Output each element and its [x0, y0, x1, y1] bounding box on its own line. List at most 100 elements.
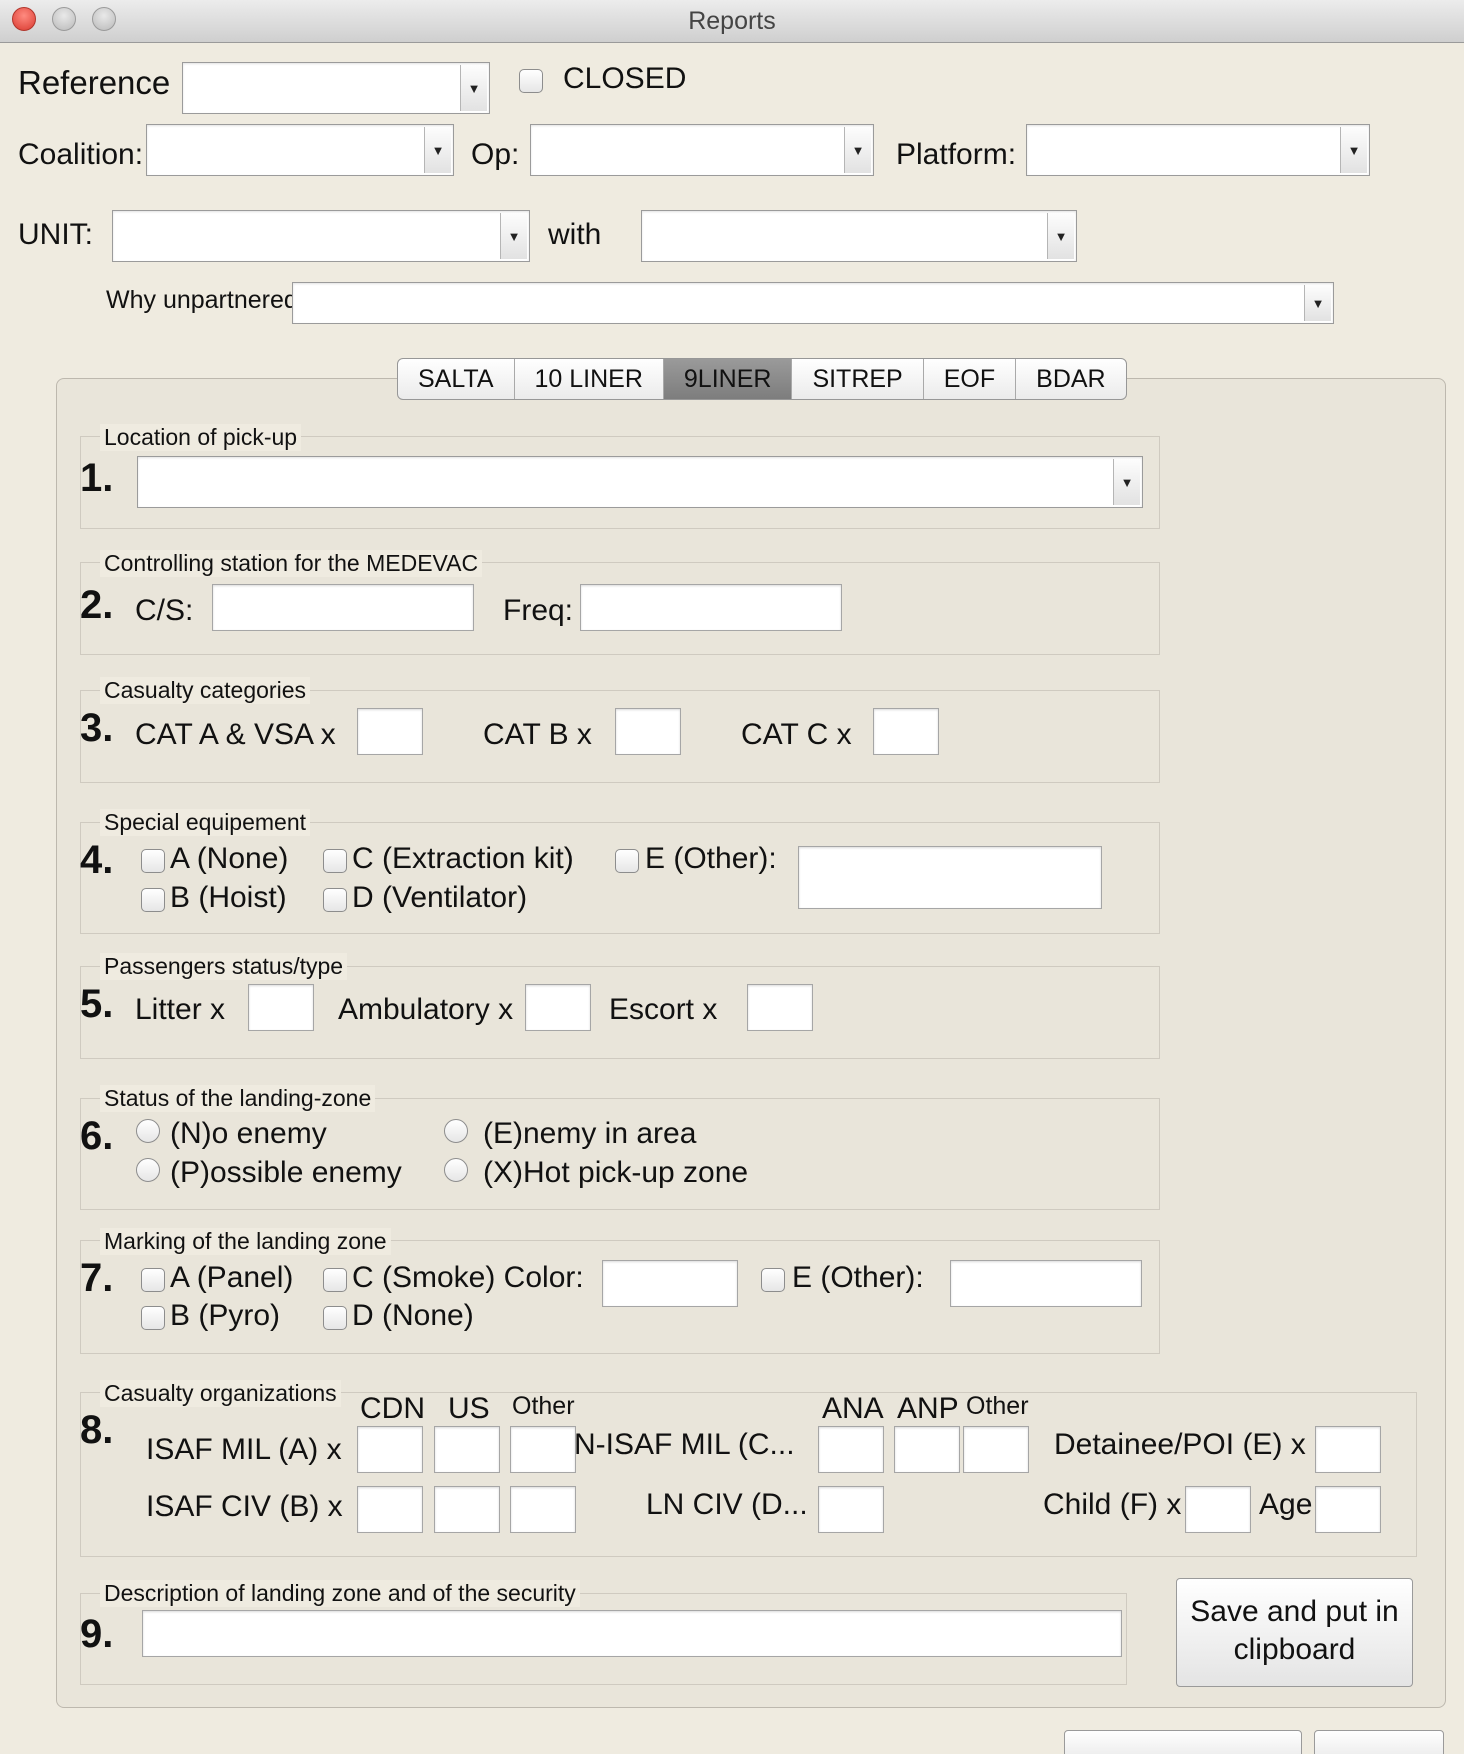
chevron-down-icon[interactable]: ▼ — [500, 213, 527, 259]
lz-hot-zone-radio[interactable] — [444, 1158, 468, 1182]
save-clipboard-button[interactable]: Save and put in clipboard — [1176, 1578, 1413, 1687]
bottom-button-2[interactable] — [1314, 1730, 1444, 1754]
marking-other-input[interactable] — [950, 1260, 1142, 1307]
chevron-down-icon[interactable]: ▼ — [1047, 213, 1074, 259]
col-other1-label: Other — [512, 1392, 575, 1420]
tab-9liner[interactable]: 9LINER — [663, 359, 793, 399]
minimize-window-button[interactable] — [52, 7, 76, 31]
zoom-window-button[interactable] — [92, 7, 116, 31]
why-unpartnered-label: Why unpartnered — [106, 286, 298, 314]
child-input[interactable] — [1185, 1486, 1251, 1533]
section-6-title: Status of the landing-zone — [100, 1085, 376, 1112]
detainee-input[interactable] — [1315, 1426, 1381, 1473]
section-5-group — [80, 966, 1160, 1059]
tab-10-liner[interactable]: 10 LINER — [515, 359, 664, 399]
tab-bdar[interactable]: BDAR — [1036, 365, 1106, 393]
equip-other-input[interactable] — [798, 846, 1102, 909]
marking-c-checkbox[interactable] — [323, 1268, 347, 1292]
marking-b-checkbox[interactable] — [141, 1306, 165, 1330]
isaf-mil-us-input[interactable] — [434, 1426, 500, 1473]
cat-b-input[interactable] — [615, 708, 681, 755]
lz-possible-enemy-radio[interactable] — [136, 1158, 160, 1182]
equip-b-checkbox[interactable] — [141, 888, 165, 912]
coalition-label: Coalition: — [18, 138, 144, 171]
tab-sitrep[interactable]: SITREP — [792, 359, 924, 399]
coalition-combo[interactable]: ▼ — [146, 124, 454, 176]
escort-input[interactable] — [747, 984, 813, 1031]
section-8-group — [80, 1392, 1417, 1557]
pickup-location-combo[interactable]: ▼ — [137, 456, 1143, 508]
n-isaf-mil-other-input[interactable] — [963, 1426, 1029, 1473]
litter-input[interactable] — [248, 984, 314, 1031]
marking-e-checkbox[interactable] — [761, 1268, 785, 1292]
chevron-down-icon[interactable]: ▼ — [844, 127, 871, 173]
cs-input[interactable] — [212, 584, 474, 631]
tab-eof[interactable]: EOF — [924, 359, 1017, 399]
col-other2-label: Other — [966, 1392, 1029, 1420]
with-combo[interactable]: ▼ — [641, 210, 1077, 262]
equip-d-label: D (Ventilator) — [352, 881, 528, 914]
ln-civ-input[interactable] — [818, 1486, 884, 1533]
isaf-civ-label: ISAF CIV (B) x — [146, 1490, 343, 1523]
equip-d-checkbox[interactable] — [323, 888, 347, 912]
marking-d-checkbox[interactable] — [323, 1306, 347, 1330]
marking-a-checkbox[interactable] — [141, 1268, 165, 1292]
section-4-title: Special equipement — [100, 809, 311, 836]
equip-b-label: B (Hoist) — [170, 881, 287, 914]
section-2-group — [80, 562, 1160, 655]
platform-combo[interactable]: ▼ — [1026, 124, 1370, 176]
cat-c-input[interactable] — [873, 708, 939, 755]
cat-a-label: CAT A & VSA x — [135, 718, 336, 751]
equip-a-label: A (None) — [170, 842, 289, 875]
section-3-title: Casualty categories — [100, 677, 310, 704]
cat-b-label: CAT B x — [483, 718, 592, 751]
lz-possible-enemy-label: (P)ossible enemy — [170, 1156, 402, 1189]
section-2-number: 2. — [80, 583, 114, 627]
tab-salta[interactable]: SALTA — [398, 359, 515, 399]
equip-c-checkbox[interactable] — [323, 849, 347, 873]
isaf-mil-label: ISAF MIL (A) x — [146, 1433, 342, 1466]
equip-a-checkbox[interactable] — [141, 849, 165, 873]
n-isaf-mil-anp-input[interactable] — [894, 1426, 960, 1473]
equip-e-checkbox[interactable] — [615, 849, 639, 873]
marking-e-label: E (Other): — [792, 1261, 924, 1294]
cat-c-label: CAT C x — [741, 718, 852, 751]
section-3-group — [80, 690, 1160, 783]
chevron-down-icon[interactable]: ▼ — [1113, 459, 1140, 505]
ambulatory-input[interactable] — [525, 984, 591, 1031]
lz-enemy-in-area-radio[interactable] — [444, 1119, 468, 1143]
isaf-civ-other-input[interactable] — [510, 1486, 576, 1533]
isaf-civ-cdn-input[interactable] — [357, 1486, 423, 1533]
with-label: with — [548, 218, 602, 251]
chevron-down-icon[interactable]: ▼ — [1304, 285, 1331, 321]
freq-input[interactable] — [580, 584, 842, 631]
closed-checkbox[interactable] — [519, 69, 543, 93]
why-unpartnered-combo[interactable]: ▼ — [292, 282, 1334, 324]
chevron-down-icon[interactable]: ▼ — [1340, 127, 1367, 173]
reference-combo[interactable]: ▼ — [182, 62, 490, 114]
section-9-group — [80, 1593, 1127, 1685]
marking-a-label: A (Panel) — [170, 1261, 294, 1294]
close-window-button[interactable] — [12, 7, 36, 31]
section-2-title: Controlling station for the MEDEVAC — [100, 550, 483, 577]
cat-a-input[interactable] — [357, 708, 423, 755]
smoke-color-input[interactable] — [602, 1260, 738, 1307]
section-6-group — [80, 1098, 1160, 1210]
age-input[interactable] — [1315, 1486, 1381, 1533]
unit-combo[interactable]: ▼ — [112, 210, 530, 262]
isaf-mil-cdn-input[interactable] — [357, 1426, 423, 1473]
bottom-button-1[interactable] — [1064, 1730, 1302, 1754]
chevron-down-icon[interactable]: ▼ — [424, 127, 451, 173]
section-7-group — [80, 1240, 1160, 1354]
lz-no-enemy-radio[interactable] — [136, 1119, 160, 1143]
lz-enemy-in-area-label: (E)nemy in area — [483, 1117, 697, 1150]
isaf-civ-us-input[interactable] — [434, 1486, 500, 1533]
op-combo[interactable]: ▼ — [530, 124, 874, 176]
section-1-group — [80, 436, 1160, 529]
lz-description-input[interactable] — [142, 1610, 1122, 1657]
section-7-number: 7. — [80, 1256, 114, 1300]
n-isaf-mil-ana-input[interactable] — [818, 1426, 884, 1473]
ambulatory-label: Ambulatory x — [338, 993, 514, 1026]
chevron-down-icon[interactable]: ▼ — [460, 65, 487, 111]
isaf-mil-other-input[interactable] — [510, 1426, 576, 1473]
